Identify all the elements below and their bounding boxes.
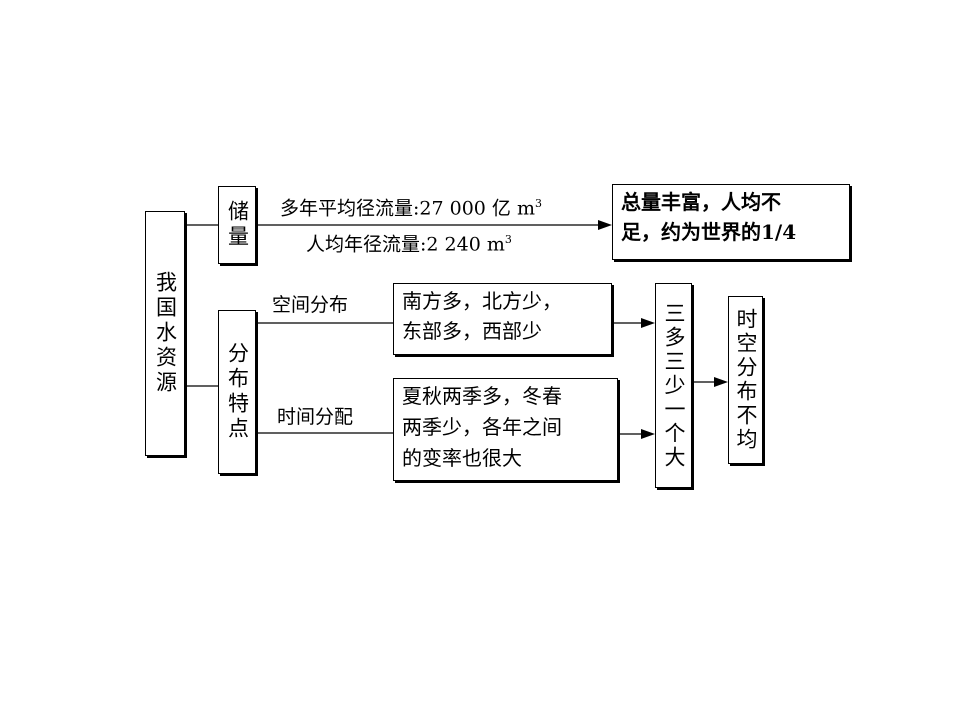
arrow-temporal-summary xyxy=(641,429,655,439)
annual-runoff-text: 多年平均径流量:27 000 亿 m xyxy=(280,197,535,220)
summary-box: 三多三少一个大 xyxy=(655,283,692,488)
spatial-line2: 东部多，西部少 xyxy=(402,319,542,343)
per-capita-runoff-label: 人均年径流量:2 240 m3 xyxy=(306,234,512,254)
distribution-title: 分布特点 xyxy=(225,342,250,442)
temporal-line1: 夏秋两季多，冬春 xyxy=(402,384,562,408)
annual-runoff-sup: 3 xyxy=(534,197,542,210)
storage-title: 储量 xyxy=(225,200,250,250)
per-capita-runoff-sup: 3 xyxy=(504,233,512,246)
storage-conclusion-box: 总量丰富，人均不 足，约为世界的1/4 xyxy=(612,184,850,260)
temporal-label: 时间分配 xyxy=(277,406,354,428)
root-label: 我国水资源 xyxy=(153,271,178,396)
arrow-storage-conclusion xyxy=(598,220,612,230)
per-capita-runoff-text: 人均年径流量:2 240 m xyxy=(306,233,505,256)
conclusion-line2: 足，约为世界的1/4 xyxy=(621,220,797,244)
spatial-label: 空间分布 xyxy=(272,294,349,316)
temporal-line2: 两季少，各年之间 xyxy=(402,415,562,439)
conclusion-line1: 总量丰富，人均不 xyxy=(621,190,781,214)
summary-label: 三多三少一个大 xyxy=(662,301,686,470)
temporal-line3: 的变率也很大 xyxy=(402,446,522,470)
arrow-summary-result xyxy=(714,377,728,387)
storage-box: 储量 xyxy=(218,186,256,264)
distribution-box: 分布特点 xyxy=(218,310,256,474)
annual-runoff-label: 多年平均径流量:27 000 亿 m3 xyxy=(280,198,542,218)
arrow-spatial-summary xyxy=(641,318,655,328)
spatial-line1: 南方多，北方少， xyxy=(402,289,562,313)
root-box: 我国水资源 xyxy=(145,211,185,456)
result-label: 时空分布不均 xyxy=(734,308,758,452)
result-box: 时空分布不均 xyxy=(728,296,763,464)
spatial-box: 南方多，北方少， 东部多，西部少 xyxy=(393,283,612,355)
temporal-box: 夏秋两季多，冬春 两季少，各年之间 的变率也很大 xyxy=(393,378,618,481)
